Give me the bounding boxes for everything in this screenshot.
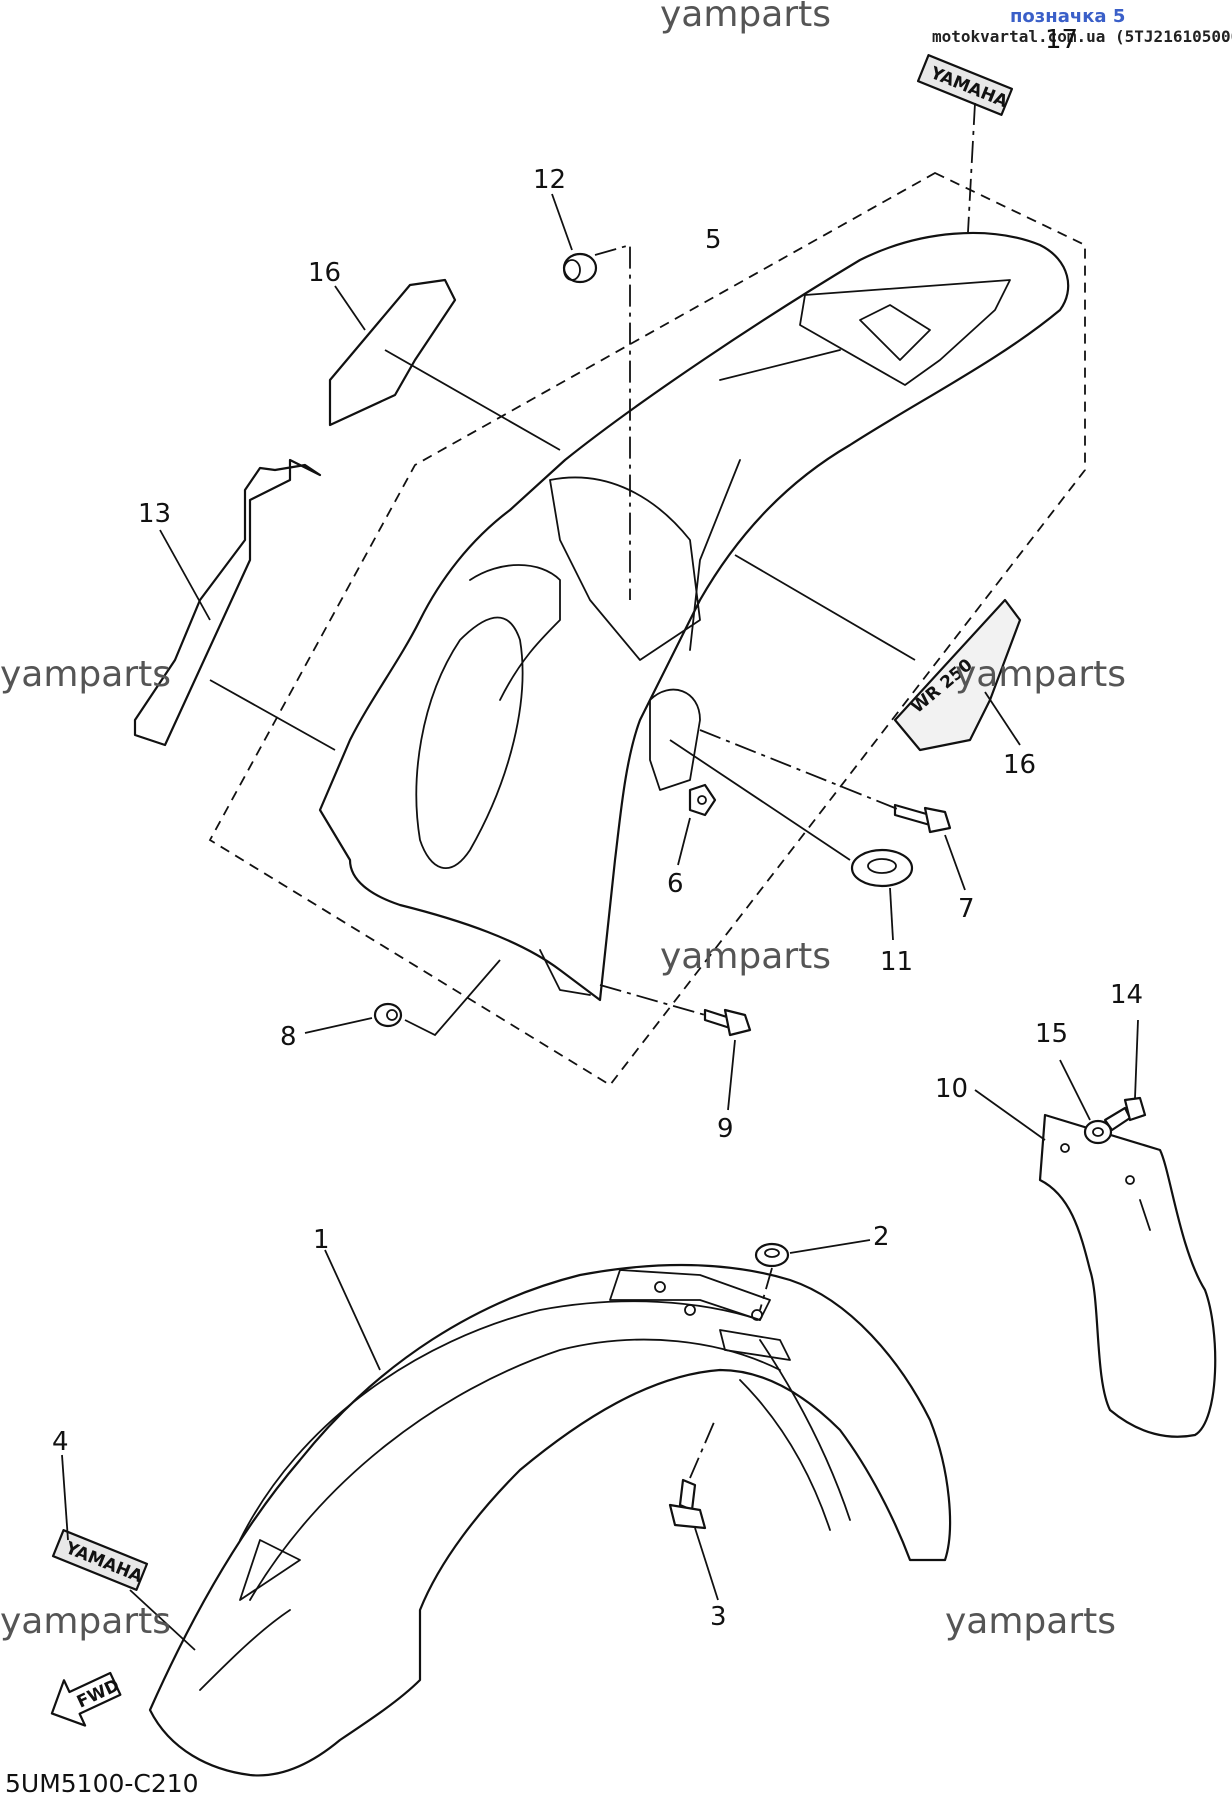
nut-6 [688, 783, 717, 817]
grommet-12 [562, 252, 598, 284]
callout-10: 10 [935, 1074, 968, 1104]
watermark-left: yamparts [0, 654, 171, 695]
callout-12: 12 [533, 165, 566, 195]
leader-16-upper-b [384, 349, 561, 451]
callout-15: 15 [1035, 1019, 1068, 1049]
diagram-code: 5UM5100-C210 [5, 1769, 199, 1798]
leader-12 [551, 193, 573, 251]
callout-16-lower: 16 [1003, 750, 1036, 780]
callout-2: 2 [873, 1222, 890, 1252]
leader-3 [694, 1527, 719, 1601]
leader-11-b [669, 739, 851, 861]
leader-15 [1059, 1059, 1091, 1121]
leader-13 [159, 529, 211, 621]
leader-16-lower-b [734, 554, 916, 661]
callout-11: 11 [880, 947, 913, 977]
leader-2 [789, 1239, 871, 1254]
rear-fender [318, 231, 1070, 1002]
rear-fender-group-outline [208, 171, 1086, 1087]
leader-10 [974, 1089, 1046, 1141]
leader-2-chain [759, 1267, 773, 1311]
yamaha-decal-top: YAMAHA [916, 54, 1014, 116]
leader-6 [677, 817, 691, 866]
side-panel-13 [133, 458, 322, 747]
watermark-bottom-right: yamparts [945, 1601, 1116, 1642]
bolt-3 [668, 1478, 707, 1530]
callout-6: 6 [667, 869, 684, 899]
washer-15 [1083, 1119, 1113, 1145]
callout-9: 9 [717, 1114, 734, 1144]
grommet-11 [850, 848, 914, 888]
marker-label: позначка 5 [1010, 6, 1125, 27]
callout-8: 8 [280, 1022, 297, 1052]
leader-9-chain [599, 984, 706, 1016]
callout-4: 4 [52, 1427, 69, 1457]
bolt-7 [893, 803, 952, 834]
source-site: motokvartal.com.ua (5TJ216105000) [932, 27, 1232, 46]
watermark-top: yamparts [660, 0, 831, 35]
leader-9 [727, 1039, 736, 1111]
callout-1: 1 [313, 1225, 330, 1255]
leader-11 [889, 887, 894, 941]
leader-16-lower [984, 691, 1021, 746]
watermark-center: yamparts [660, 936, 831, 977]
callout-14: 14 [1110, 980, 1143, 1010]
callout-7: 7 [958, 894, 975, 924]
leader-7 [944, 834, 966, 891]
callout-17: 17 [1045, 25, 1078, 55]
callout-16-upper: 16 [308, 258, 341, 288]
bolt-9 [703, 1008, 752, 1037]
grommet-2 [754, 1242, 790, 1268]
leader-7-chain [699, 729, 901, 811]
graphic-16-upper [328, 278, 457, 427]
leader-3-chain [689, 1419, 716, 1479]
callout-13: 13 [138, 499, 171, 529]
leader-17-chain [967, 102, 976, 233]
mud-flap-10 [1038, 1113, 1217, 1438]
screw-14 [1103, 1096, 1147, 1132]
front-fender [148, 1263, 952, 1777]
leader-12-chain [594, 243, 631, 600]
leader-13-b [209, 679, 336, 751]
leader-4-b [129, 1589, 196, 1651]
leader-16-upper [334, 285, 366, 331]
watermark-right: yamparts [955, 654, 1126, 695]
leader-14 [1134, 1019, 1139, 1099]
washer-8 [373, 1002, 403, 1028]
fwd-arrow: FWD [50, 1671, 123, 1727]
leader-1 [324, 1249, 381, 1371]
watermark-bottom-left: yamparts [0, 1601, 171, 1642]
leader-4 [61, 1454, 69, 1541]
callout-3: 3 [710, 1602, 727, 1632]
callout-5: 5 [705, 225, 722, 255]
leader-8-b [404, 959, 501, 1037]
leader-8 [304, 1017, 373, 1034]
